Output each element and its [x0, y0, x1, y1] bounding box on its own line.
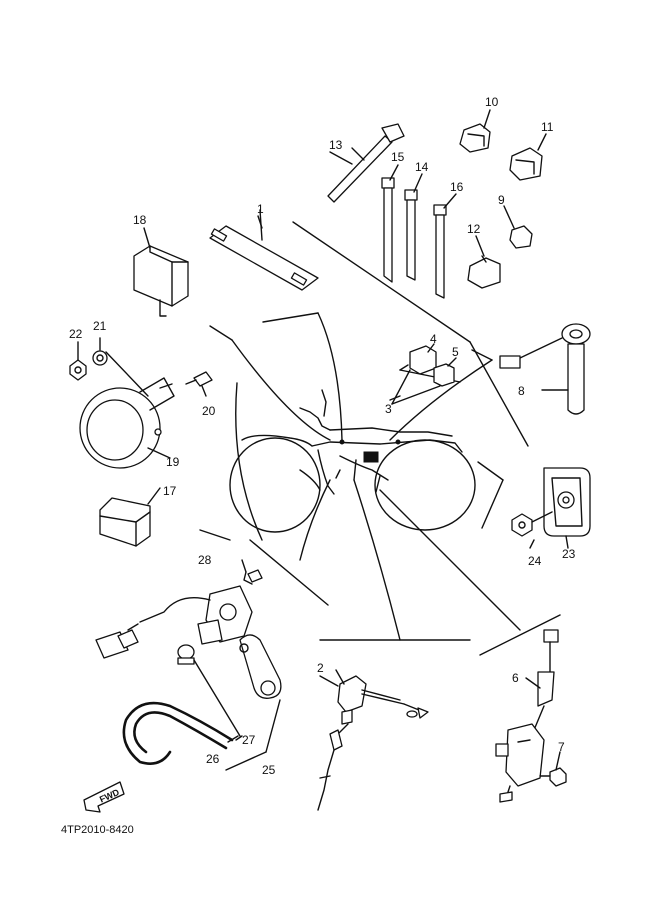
- callout-1: 1: [257, 202, 264, 216]
- callout-12: 12: [467, 222, 481, 236]
- callouts: 1 2 3 4 5 6 7 8 9 10 11 12 13 14 15 16 1…: [69, 95, 576, 777]
- fwd-label: FWD: [98, 787, 121, 805]
- callout-26: 26: [206, 752, 220, 766]
- callout-9: 9: [498, 193, 505, 207]
- callout-15: 15: [391, 150, 405, 164]
- callout-3: 3: [385, 402, 392, 416]
- callout-8: 8: [518, 384, 525, 398]
- leader-lines: [257, 151, 401, 687]
- callout-2: 2: [317, 661, 324, 675]
- callout-11: 11: [541, 120, 554, 134]
- callout-17: 17: [163, 484, 177, 498]
- sensor-2: [317, 669, 429, 811]
- callout-20: 20: [202, 404, 216, 418]
- callout-19: 19: [166, 455, 180, 469]
- callout-27: 27: [242, 733, 256, 747]
- motorcycle-silhouette: [229, 389, 476, 533]
- callout-24: 24: [528, 554, 542, 568]
- clamps: [459, 109, 547, 289]
- callout-14: 14: [415, 160, 429, 174]
- callout-10: 10: [485, 95, 499, 109]
- callout-23: 23: [562, 547, 576, 561]
- callout-5: 5: [452, 345, 459, 359]
- relays-4-5: [391, 343, 457, 405]
- fwd-arrow: FWD: [83, 781, 125, 813]
- horn-19: [69, 337, 213, 469]
- battery-band: [209, 209, 319, 291]
- cover-17: [99, 487, 161, 547]
- callout-18: 18: [133, 213, 147, 227]
- section-dividers: [199, 221, 561, 656]
- relay-18: [133, 227, 189, 317]
- callout-28: 28: [198, 553, 212, 567]
- sensor-8: [499, 323, 591, 415]
- callout-4: 4: [430, 332, 437, 346]
- callout-22: 22: [69, 327, 83, 341]
- cover-23: [511, 467, 591, 549]
- callout-25: 25: [262, 763, 276, 777]
- callout-16: 16: [450, 180, 464, 194]
- callout-13: 13: [329, 138, 343, 152]
- callout-21: 21: [93, 319, 107, 333]
- switch-6: [495, 629, 567, 803]
- cable-band-13: [327, 123, 405, 203]
- callout-6: 6: [512, 671, 519, 685]
- switch-assembly: [95, 559, 282, 771]
- cable-ties: [381, 164, 457, 299]
- callout-7: 7: [558, 740, 565, 754]
- diagram-code: 4TP2010-8420: [61, 824, 134, 836]
